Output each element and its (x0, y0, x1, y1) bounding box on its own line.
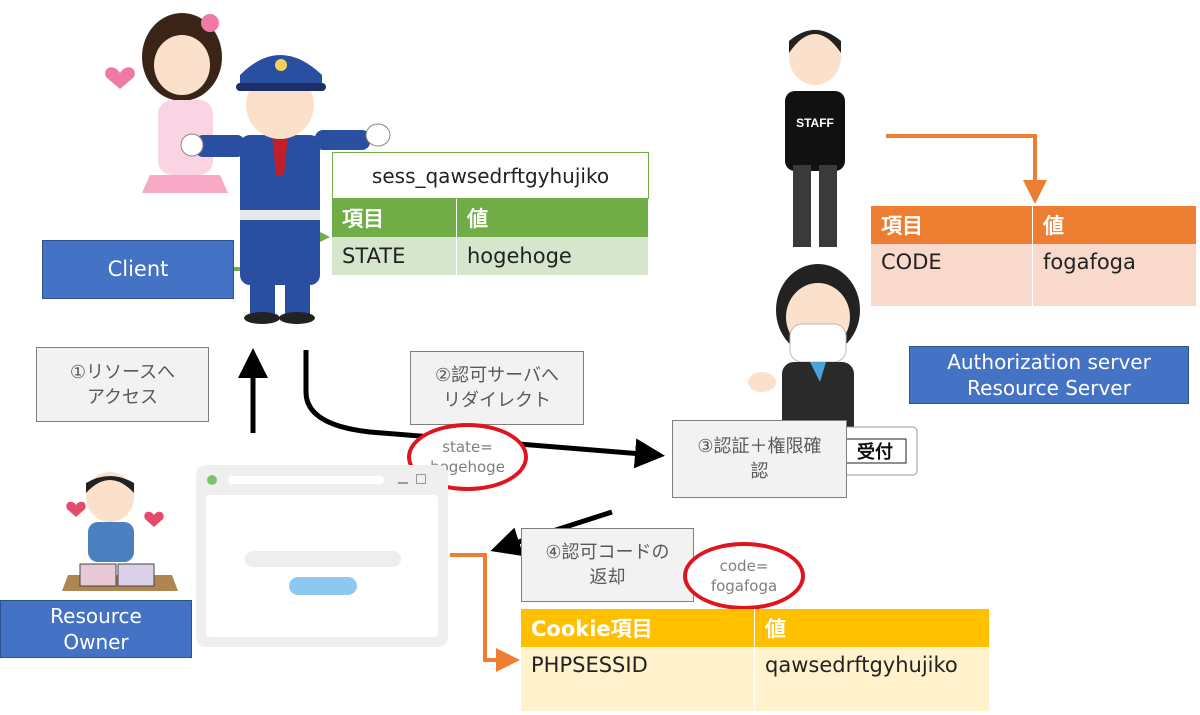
table-row: CODE fogafoga (871, 244, 1197, 306)
table-cell: fogafoga (1032, 244, 1197, 306)
table-cell: hogehoge (456, 237, 649, 275)
table-header-cell: 項目 (871, 206, 1033, 244)
table-header-cell: 値 (456, 199, 649, 237)
maximize-icon (416, 474, 426, 484)
table-header-row: 項目 値 (871, 206, 1197, 244)
window-titlebar (228, 476, 384, 484)
step2-box: ②認可サーバへ リダイレクト (410, 351, 584, 425)
table-header-row: Cookie項目 値 (521, 609, 990, 647)
table-row: PHPSESSID qawsedrftgyhujiko (521, 647, 990, 711)
table-header-cell: 値 (754, 609, 990, 647)
session-name-box: sess_qawsedrftgyhujiko (332, 152, 649, 199)
step1-box: ①リソースへ アクセス (36, 347, 209, 422)
table-header-cell: 値 (1032, 206, 1197, 244)
heart-icon (144, 511, 164, 527)
content-placeholder (245, 551, 401, 567)
code-note-oval: code= fogafoga (683, 542, 805, 610)
placeholder-button (289, 577, 357, 595)
table-header-cell: 項目 (332, 199, 457, 237)
table-row: STATE hogehoge (332, 237, 649, 275)
table-cell: qawsedrftgyhujiko (754, 647, 990, 711)
reception-sign-text: 受付 (857, 441, 893, 463)
staff-shirt-text: STAFF (796, 116, 834, 130)
client-guard-illustration (105, 13, 391, 324)
code-table: 項目 値 CODE fogafoga (871, 206, 1197, 306)
state-table: 項目 値 STATE hogehoge (332, 199, 649, 275)
cookie-table: Cookie項目 値 PHPSESSID qawsedrftgyhujiko (521, 609, 990, 711)
auth-server-label: Authorization server Resource Server (909, 346, 1189, 404)
table-header-row: 項目 値 (332, 199, 649, 237)
staff-to-code-arrow (886, 134, 1047, 204)
staff-illustration: STAFF (785, 29, 845, 253)
resource-owner-label: Resource Owner (0, 600, 192, 658)
heart-icon (105, 67, 135, 89)
table-cell: PHPSESSID (521, 647, 755, 711)
client-label: Client (42, 240, 234, 299)
heart-icon (66, 501, 86, 517)
browser-window (196, 465, 448, 647)
window-to-cookie-arrow (450, 553, 520, 672)
resource-owner-illustration (62, 472, 178, 591)
table-cell: CODE (871, 244, 1033, 306)
window-body (206, 495, 438, 637)
table-cell: STATE (332, 237, 457, 275)
table-header-cell: Cookie項目 (521, 609, 755, 647)
step3-box: ③認証＋権限確 認 (672, 420, 847, 498)
step4-box: ④認可コードの 返却 (521, 528, 694, 602)
window-dot-icon (207, 475, 217, 485)
minimize-icon (398, 482, 408, 484)
